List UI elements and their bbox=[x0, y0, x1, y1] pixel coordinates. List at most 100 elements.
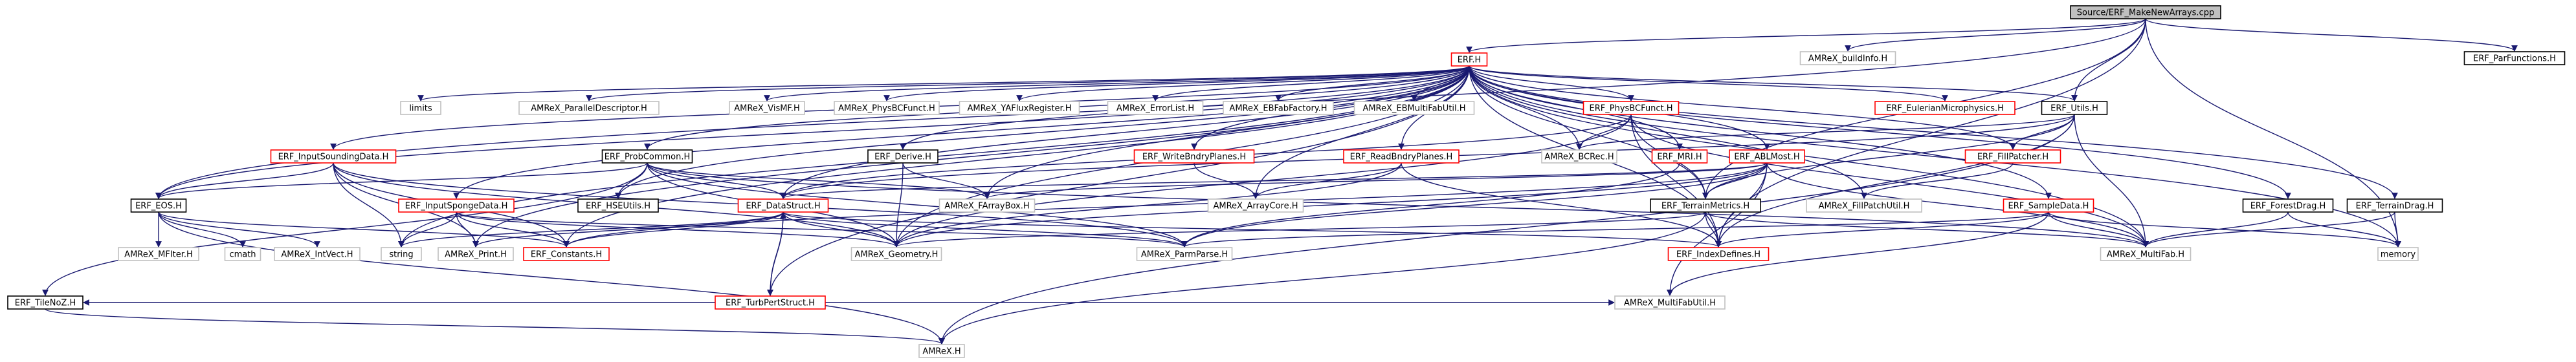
node-label-intvect: AMReX_IntVect.H bbox=[281, 250, 353, 260]
node-label-probcommon: ERF_ProbCommon.H bbox=[605, 153, 691, 162]
node-parmparse[interactable]: AMReX_ParmParse.H bbox=[1136, 247, 1233, 261]
node-erf_physbcfunct[interactable]: ERF_PhysBCFunct.H bbox=[1582, 101, 1680, 115]
node-inputsponge[interactable]: ERF_InputSpongeData.H bbox=[398, 198, 515, 213]
edge-erf_h-to-multifab bbox=[1469, 65, 2149, 248]
edge-erf_utils-to-fillpatcher bbox=[2010, 114, 2075, 150]
node-erf_utils[interactable]: ERF_Utils.H bbox=[2041, 101, 2108, 115]
edge-erf_h-to-inputsponge bbox=[453, 65, 1470, 199]
node-ablmost[interactable]: ERF_ABLMost.H bbox=[1729, 149, 1805, 164]
edge-erf_utils-to-terrainmetrics bbox=[1702, 114, 2075, 199]
node-inputsounding[interactable]: ERF_InputSoundingData.H bbox=[270, 149, 397, 164]
node-label-readbndry: ERF_ReadBndryPlanes.H bbox=[1350, 153, 1453, 162]
edge-eos-to-intvect bbox=[158, 211, 320, 248]
edge-terrainmetrics-to-geometry bbox=[893, 211, 1706, 248]
node-constants[interactable]: ERF_Constants.H bbox=[523, 247, 610, 261]
node-limits[interactable]: limits bbox=[400, 101, 441, 115]
node-terraindrag[interactable]: ERF_TerrainDrag.H bbox=[2346, 198, 2443, 213]
edge-ablmost-to-multifabutil bbox=[1667, 162, 1768, 296]
node-box-probcommon bbox=[601, 149, 693, 164]
node-box-limits bbox=[400, 101, 441, 115]
node-box-inputsponge bbox=[398, 198, 515, 213]
node-cmath[interactable]: cmath bbox=[224, 247, 261, 261]
node-eos[interactable]: ERF_EOS.H bbox=[130, 198, 187, 213]
node-hseutils[interactable]: ERF_HSEUtils.H bbox=[577, 198, 659, 213]
node-datastruct[interactable]: ERF_DataStruct.H bbox=[737, 198, 829, 213]
node-label-amrex_h: AMReX.H bbox=[922, 347, 960, 357]
node-erf_h[interactable]: ERF.H bbox=[1450, 52, 1488, 67]
node-pardesc[interactable]: AMReX_ParallelDescriptor.H bbox=[518, 101, 660, 115]
node-label-parfunctions: ERF_ParFunctions.H bbox=[2473, 54, 2556, 64]
node-box-datastruct bbox=[737, 198, 829, 213]
edge-derive-to-geometry bbox=[893, 162, 904, 248]
node-eulerian[interactable]: ERF_EulerianMicrophysics.H bbox=[1874, 101, 2015, 115]
node-tilenoz[interactable]: ERF_TileNoZ.H bbox=[7, 295, 83, 310]
edge-eos-to-cmath bbox=[158, 211, 246, 248]
node-print[interactable]: AMReX_Print.H bbox=[438, 247, 514, 261]
node-terrainmetrics[interactable]: ERF_TerrainMetrics.H bbox=[1650, 198, 1761, 213]
edge-erf_h-to-erf_utils bbox=[1469, 65, 2078, 101]
node-ebfabfactory[interactable]: AMReX_EBFabFactory.H bbox=[1223, 101, 1334, 115]
node-fillpatchutil[interactable]: AMReX_FillPatchUtil.H bbox=[1806, 198, 1922, 213]
node-bcrec[interactable]: AMReX_BCRec.H bbox=[1541, 149, 1617, 164]
node-ebmultifabutil[interactable]: AMReX_EBMultiFabUtil.H bbox=[1353, 101, 1475, 115]
node-derive[interactable]: ERF_Derive.H bbox=[867, 149, 938, 164]
node-label-ebmultifabutil: AMReX_EBMultiFabUtil.H bbox=[1362, 104, 1465, 114]
edge-erf_h-to-farraybox bbox=[984, 65, 1470, 199]
node-parfunctions[interactable]: ERF_ParFunctions.H bbox=[2463, 51, 2566, 65]
node-box-errorlist bbox=[1107, 101, 1204, 115]
edge-inputsounding-to-eos bbox=[155, 162, 334, 199]
node-box-parmparse bbox=[1136, 247, 1233, 261]
edge-tilenoz-to-amrex_h bbox=[45, 308, 945, 345]
node-arrcore[interactable]: AMReX_ArrayCore.H bbox=[1207, 198, 1304, 213]
node-probcommon[interactable]: ERF_ProbCommon.H bbox=[601, 149, 693, 164]
node-label-eulerian: ERF_EulerianMicrophysics.H bbox=[1886, 104, 2004, 114]
node-label-multifabutil: AMReX_MultiFabUtil.H bbox=[1624, 299, 1716, 308]
edge-erf_h-to-fillpatcher bbox=[1469, 65, 2016, 150]
node-indexdefines[interactable]: ERF_IndexDefines.H bbox=[1667, 247, 1770, 261]
node-amrex_h[interactable]: AMReX.H bbox=[918, 344, 965, 358]
edge-probcommon-to-parmparse bbox=[647, 162, 1188, 248]
edge-erf_utils-to-amrex_h bbox=[938, 114, 2075, 345]
node-label-writebndry: ERF_WriteBndryPlanes.H bbox=[1142, 153, 1246, 162]
node-errorlist[interactable]: AMReX_ErrorList.H bbox=[1107, 101, 1204, 115]
node-box-multifabutil bbox=[1614, 295, 1726, 310]
node-multifabutil[interactable]: AMReX_MultiFabUtil.H bbox=[1614, 295, 1726, 310]
node-box-yafluxreg bbox=[959, 101, 1080, 115]
node-fillpatcher[interactable]: ERF_FillPatcher.H bbox=[1964, 149, 2061, 164]
edge-sampledata-to-parmparse bbox=[1181, 211, 2049, 248]
node-geometry[interactable]: AMReX_Geometry.H bbox=[850, 247, 942, 261]
edge-root-to-buildinfo bbox=[1845, 18, 2146, 52]
node-label-root: Source/ERF_MakeNewArrays.cpp bbox=[2077, 8, 2214, 18]
node-label-erf_utils: ERF_Utils.H bbox=[2050, 104, 2098, 114]
node-memory[interactable]: memory bbox=[2377, 247, 2419, 261]
node-box-terraindrag bbox=[2346, 198, 2443, 213]
node-label-multifab: AMReX_MultiFab.H bbox=[2107, 250, 2184, 260]
node-vismf[interactable]: AMReX_VisMF.H bbox=[729, 101, 805, 115]
node-string[interactable]: string bbox=[381, 247, 422, 261]
node-box-parfunctions bbox=[2463, 51, 2566, 65]
edge-forestdrag-to-multifab bbox=[2142, 211, 2289, 248]
node-mfiter[interactable]: AMReX_MFIter.H bbox=[118, 247, 199, 261]
node-box-tilenoz bbox=[7, 295, 83, 310]
node-intvect[interactable]: AMReX_IntVect.H bbox=[274, 247, 361, 261]
node-label-indexdefines: ERF_IndexDefines.H bbox=[1676, 250, 1760, 260]
node-farraybox[interactable]: AMReX_FArrayBox.H bbox=[938, 198, 1036, 213]
node-root[interactable]: Source/ERF_MakeNewArrays.cpp bbox=[2070, 5, 2221, 19]
node-forestdrag[interactable]: ERF_ForestDrag.H bbox=[2242, 198, 2334, 213]
edge-erf_h-to-terrainmetrics bbox=[1469, 65, 1709, 199]
node-readbndry[interactable]: ERF_ReadBndryPlanes.H bbox=[1343, 149, 1460, 164]
node-physbcfunct[interactable]: AMReX_PhysBCFunct.H bbox=[834, 101, 940, 115]
node-turbpert[interactable]: ERF_TurbPertStruct.H bbox=[715, 295, 826, 310]
node-box-erf_utils bbox=[2041, 101, 2108, 115]
node-sampledata[interactable]: ERF_SampleData.H bbox=[2003, 198, 2094, 213]
node-multifab[interactable]: AMReX_MultiFab.H bbox=[2100, 247, 2192, 261]
node-mri[interactable]: ERF_MRI.H bbox=[1651, 149, 1708, 164]
node-yafluxreg[interactable]: AMReX_YAFluxRegister.H bbox=[959, 101, 1080, 115]
node-writebndry[interactable]: ERF_WriteBndryPlanes.H bbox=[1133, 149, 1255, 164]
node-buildinfo[interactable]: AMReX_buildInfo.H bbox=[1799, 51, 1896, 65]
edge-writebndry-to-arrcore bbox=[1194, 162, 1259, 199]
node-box-sampledata bbox=[2003, 198, 2094, 213]
node-box-indexdefines bbox=[1667, 247, 1770, 261]
edge-erf_h-to-pardesc bbox=[586, 65, 1470, 101]
